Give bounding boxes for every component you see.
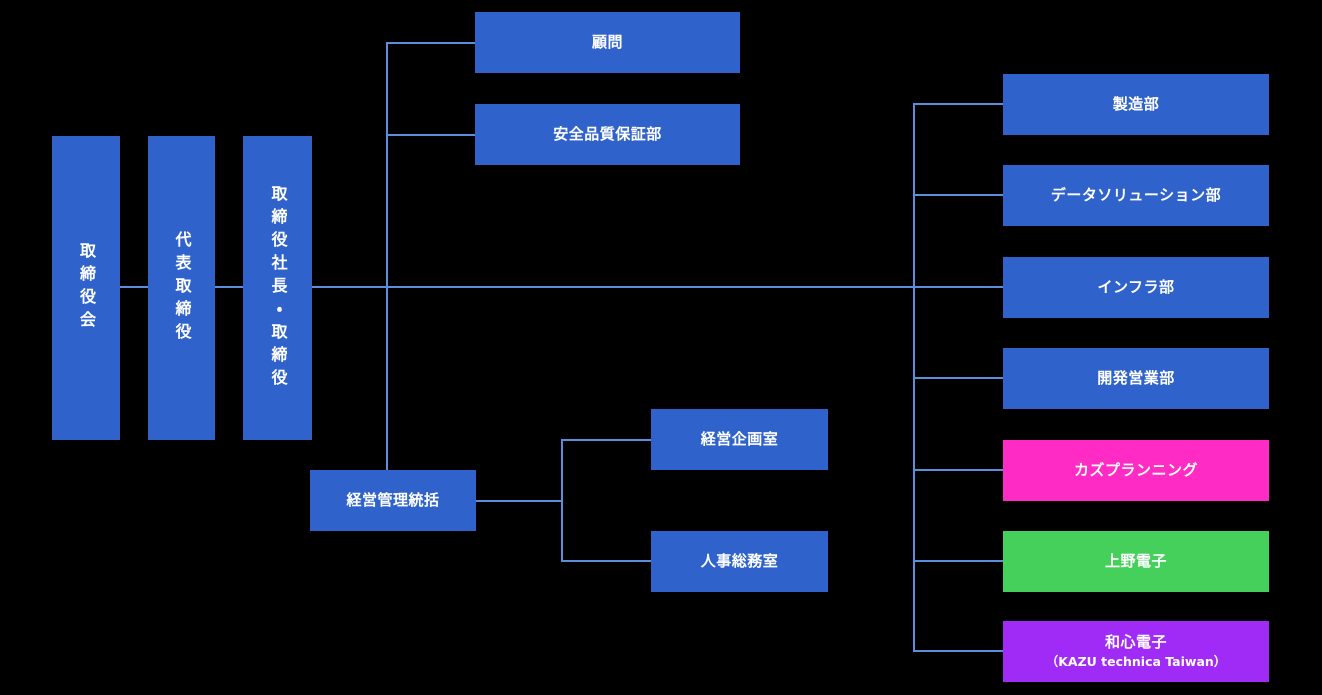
- connector-spine-to-data-solution: [913, 194, 1004, 196]
- node-data-solution[interactable]: データソリューション部: [1003, 165, 1269, 226]
- node-manufacturing[interactable]: 製造部: [1003, 74, 1269, 135]
- connector-staff-spine: [386, 42, 388, 501]
- connector-subspine-to-planning-office: [561, 439, 652, 441]
- node-ueno-denshi-label: 上野電子: [1104, 552, 1167, 571]
- node-planning-office[interactable]: 経営企画室: [651, 409, 828, 470]
- node-advisor-label: 顧問: [591, 33, 623, 52]
- node-safety-quality-label: 安全品質保証部: [553, 125, 662, 144]
- node-representative-director[interactable]: 代表取締役: [148, 136, 215, 440]
- node-safety-quality[interactable]: 安全品質保証部: [475, 104, 740, 165]
- node-board[interactable]: 取締役会: [52, 136, 120, 440]
- node-hr-general-affairs[interactable]: 人事総務室: [651, 531, 828, 592]
- connector-board-to-representative: [120, 286, 148, 288]
- connector-spine-to-infrastructure: [913, 286, 1004, 288]
- connector-management-control-out: [476, 500, 563, 502]
- node-hr-general-affairs-label: 人事総務室: [700, 552, 779, 571]
- connector-president-trunk: [312, 286, 915, 288]
- connector-subspine-to-hr: [561, 560, 652, 562]
- node-data-solution-label: データソリューション部: [1050, 186, 1222, 205]
- connector-spine-to-safety-quality: [386, 134, 475, 136]
- connector-representative-to-president: [215, 286, 243, 288]
- node-management-control[interactable]: 経営管理統括: [310, 470, 476, 531]
- node-manufacturing-label: 製造部: [1112, 95, 1160, 114]
- node-washin-denshi[interactable]: 和心電子 （KAZU technica Taiwan）: [1003, 621, 1269, 682]
- node-kazu-planning[interactable]: カズプランニング: [1003, 440, 1269, 501]
- node-president-label: 取締役社長・取締役: [268, 184, 288, 392]
- node-president[interactable]: 取締役社長・取締役: [243, 136, 312, 440]
- connector-spine-to-development-sales: [913, 377, 1004, 379]
- node-kazu-planning-label: カズプランニング: [1073, 461, 1198, 480]
- connector-management-sub-spine: [561, 439, 563, 562]
- node-board-label: 取締役会: [77, 242, 96, 334]
- node-development-sales[interactable]: 開発営業部: [1003, 348, 1269, 409]
- node-infrastructure-label: インフラ部: [1097, 278, 1175, 297]
- node-representative-director-label: 代表取締役: [172, 230, 192, 346]
- node-development-sales-label: 開発営業部: [1097, 369, 1175, 388]
- connector-spine-to-manufacturing: [913, 103, 1004, 105]
- node-washin-denshi-label: 和心電子: [1104, 633, 1167, 652]
- node-management-control-label: 経営管理統括: [346, 491, 440, 510]
- node-ueno-denshi[interactable]: 上野電子: [1003, 531, 1269, 592]
- node-advisor[interactable]: 顧問: [475, 12, 740, 73]
- node-washin-denshi-sublabel: （KAZU technica Taiwan）: [1045, 654, 1227, 670]
- node-infrastructure[interactable]: インフラ部: [1003, 257, 1269, 318]
- connector-spine-to-kazu-planning: [913, 469, 1004, 471]
- node-planning-office-label: 経営企画室: [700, 430, 779, 449]
- connector-spine-to-washin-denshi: [913, 650, 1004, 652]
- connector-spine-to-advisor: [386, 42, 475, 44]
- connector-spine-to-ueno-denshi: [913, 560, 1004, 562]
